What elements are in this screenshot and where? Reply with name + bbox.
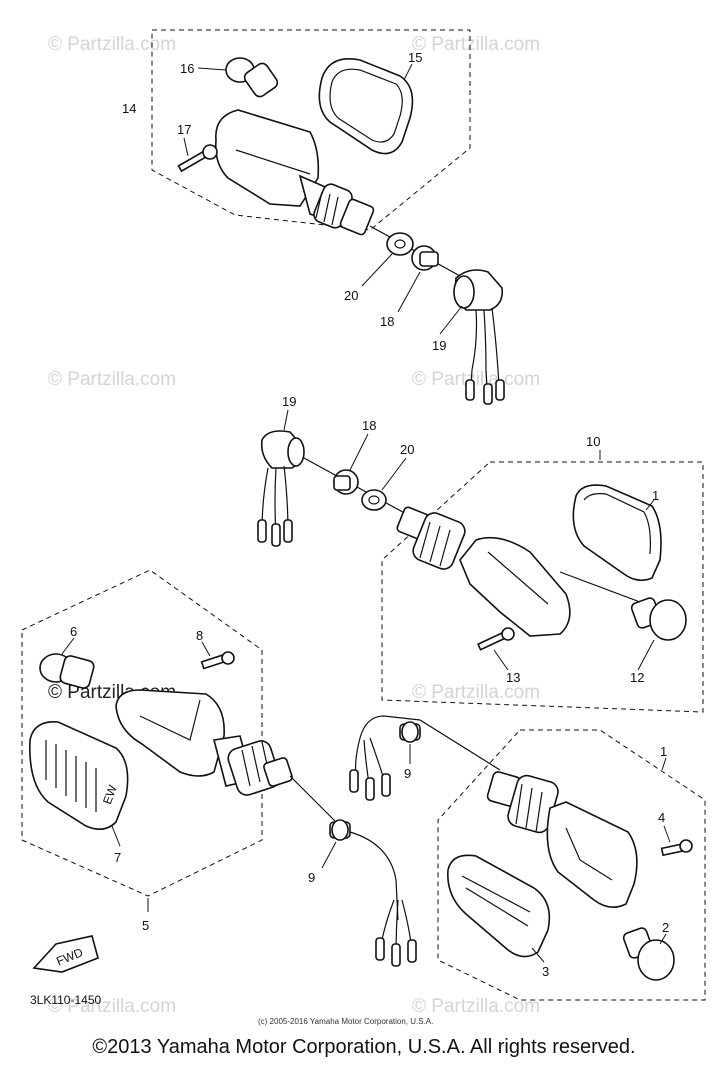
boot-19 [257,430,305,547]
watermarks: © Partzilla.com © Partzilla.com © Partzi… [48,34,540,1017]
callout-20: 20 [344,288,358,303]
bulb-2 [622,927,675,981]
housing [115,689,341,827]
callout-17: 17 [177,122,191,137]
lens-7: EW [29,721,129,830]
lens-15 [318,58,414,155]
callout-1: 1 [660,744,667,759]
callout-2: 2 [662,920,669,935]
watermark: © Partzilla.com [412,34,540,55]
callout-9: 9 [404,766,411,781]
connector [375,937,385,961]
bulb-6 [39,653,95,689]
housing [486,771,638,908]
watermark: © Partzilla.com [48,34,176,55]
diagram-code: 3LK110-1450 [30,993,102,1007]
callout-12: 12 [630,670,644,685]
assembly-1: 1 9 4 [349,715,706,1001]
dashed-boundary [151,29,471,231]
assembly-5: 5 6 8 [21,569,417,967]
grommet-9 [329,819,351,841]
watermark: © Partzilla.com [412,369,540,390]
grommet-9 [399,721,421,743]
screw-17 [177,144,218,173]
callout-7: 7 [114,850,121,865]
watermark: © Partzilla.com [48,996,176,1017]
callout-4: 4 [658,810,665,825]
footer-copyright: ©2013 Yamaha Motor Corporation, U.S.A. A… [92,1036,636,1058]
connector [381,773,391,797]
screw-4 [660,839,693,857]
boot-19 [453,269,505,405]
callout-15: 15 [408,50,422,65]
watermark: © Partzilla.com [412,682,540,703]
lens-1 [572,484,662,582]
callout-14: 14 [122,101,136,116]
housing [214,109,461,277]
lens-ribs [45,740,97,812]
washer-20 [361,489,387,511]
callout-13: 13 [506,670,520,685]
callout-19: 19 [432,338,446,353]
assembly-14: 16 15 14 17 20 18 19 [122,29,505,405]
watermark: © Partzilla.com [48,369,176,390]
grommet-18 [411,245,439,271]
dashed-boundary [437,729,706,1001]
grommet-18 [333,469,359,495]
callout-18: 18 [380,314,394,329]
callout-16: 16 [180,61,194,76]
fwd-arrow-icon: FWD [32,935,99,973]
screw-8 [200,651,235,670]
callout-3: 3 [542,964,549,979]
callout-19: 19 [282,394,296,409]
lens-marking: EW [100,783,120,807]
screw-13 [476,627,515,651]
callout-10: 10 [586,434,600,449]
connector [349,769,359,793]
connector [407,939,417,963]
washer-20 [386,232,414,256]
callout-8: 8 [196,628,203,643]
callout-18: 18 [362,418,376,433]
connector [391,943,401,967]
connector [365,777,375,801]
callout-20: 20 [400,442,414,457]
dashed-boundary [21,569,263,897]
small-copyright: (c) 2005-2016 Yamaha Motor Corporation, … [258,1017,433,1026]
callout-5: 5 [142,918,149,933]
dashed-boundary [381,461,704,713]
watermark: © Partzilla.com [412,996,540,1017]
assembly-10: 10 [257,394,704,713]
bulb-16 [225,57,279,98]
parts-diagram: © Partzilla.com © Partzilla.com © Partzi… [21,29,706,1026]
callout-9: 9 [308,870,315,885]
callout-1: 1 [652,488,659,503]
housing [396,506,571,637]
lens-3 [447,854,551,958]
bulb-12 [630,597,687,641]
callout-6: 6 [70,624,77,639]
